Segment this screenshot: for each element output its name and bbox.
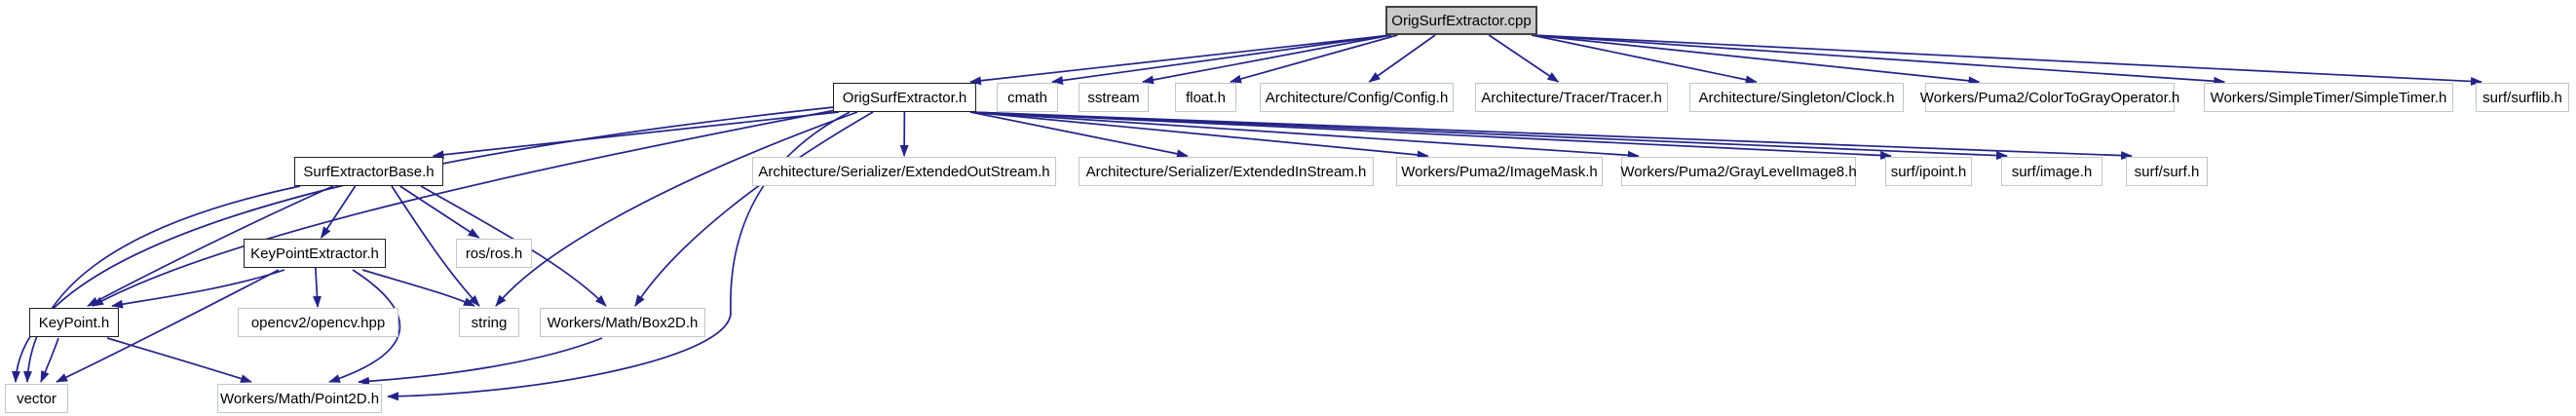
include-edge-h-imask <box>969 111 1429 160</box>
node-label: Workers/Puma2/ImageMask.h <box>1401 163 1598 180</box>
include-edge-cpp-config <box>1368 34 1436 83</box>
node-label: Workers/Puma2/GrayLevelImage8.h <box>1620 163 1857 180</box>
node-surf-surflib: surf/surflib.h <box>2476 83 2569 112</box>
node-label: KeyPoint.h <box>38 314 110 331</box>
node-label: vector <box>17 390 57 407</box>
node-extended-in-stream: Architecture/Serializer/ExtendedInStream… <box>1079 157 1374 186</box>
node-label: KeyPointExtractor.h <box>250 245 379 262</box>
node-color-to-gray-operator: Workers/Puma2/ColorToGrayOperator.h <box>1920 83 2179 112</box>
include-edge-h-kp <box>92 109 837 307</box>
include-edge-h-box2d <box>634 111 874 307</box>
node-label: Workers/Math/Box2D.h <box>547 314 699 331</box>
include-edge-base-kp <box>87 185 334 307</box>
include-edge-h-surfh <box>969 111 2133 161</box>
node-label: OrigSurfExtractor.h <box>842 89 967 106</box>
include-edge-cpp-clock <box>1531 34 1758 85</box>
include-edge-base-vector <box>22 185 301 383</box>
node-cmath: cmath <box>997 83 1058 112</box>
include-edge-kp-point2d <box>106 337 252 383</box>
include-edge-cpp-tracer <box>1488 34 1560 83</box>
node-label: surf/surf.h <box>2134 163 2200 180</box>
node-surf-image: surf/image.h <box>2001 157 2102 186</box>
node-surf-ipoint: surf/ipoint.h <box>1885 157 1972 186</box>
include-edge-h-extin <box>969 111 1189 159</box>
node-architecture-singleton-clock: Architecture/Singleton/Clock.h <box>1689 83 1904 112</box>
node-label: float.h <box>1186 89 1226 106</box>
node-float-h: float.h <box>1175 83 1236 112</box>
node-vector: vector <box>5 384 68 413</box>
node-label: sstream <box>1087 89 1140 106</box>
include-edge-cpp-c2g <box>1531 34 1981 86</box>
node-point2d: Workers/Math/Point2D.h <box>217 384 382 413</box>
node-label: Workers/SimpleTimer/SimpleTimer.h <box>2210 89 2447 106</box>
node-box2d: Workers/Math/Box2D.h <box>540 308 705 337</box>
include-edge-kpe-point2d <box>328 269 401 383</box>
node-orig-surf-extractor-h[interactable]: OrigSurfExtractor.h <box>833 83 976 112</box>
node-label: string <box>471 314 508 331</box>
node-label: Architecture/Serializer/ExtendedOutStrea… <box>758 163 1050 180</box>
node-label: ros/ros.h <box>465 245 523 262</box>
include-edge-base-ros <box>399 185 480 239</box>
node-opencv: opencv2/opencv.hpp <box>238 308 398 337</box>
node-architecture-tracer: Architecture/Tracer/Tracer.h <box>1475 83 1668 112</box>
node-label: Architecture/Singleton/Clock.h <box>1698 89 1895 106</box>
include-edge-kpe-string <box>361 269 475 307</box>
node-architecture-config: Architecture/Config/Config.h <box>1260 83 1454 112</box>
node-label: surf/surflib.h <box>2482 89 2562 106</box>
node-label: Architecture/Serializer/ExtendedInStream… <box>1085 163 1367 180</box>
node-extended-out-stream: Architecture/Serializer/ExtendedOutStrea… <box>752 157 1056 186</box>
node-label: Workers/Puma2/ColorToGrayOperator.h <box>1919 89 2180 106</box>
include-edge-kpe-kp <box>111 269 285 309</box>
include-edge-base-string <box>391 185 480 307</box>
include-edge-cpp-cmath <box>1051 34 1392 85</box>
node-label: surf/ipoint.h <box>1890 163 1967 180</box>
include-edge-cpp-floath <box>1230 34 1398 84</box>
include-edge-box2d-point2d <box>358 337 603 386</box>
include-edge-kpe-vector <box>56 269 280 383</box>
node-label: SurfExtractorBase.h <box>303 163 435 180</box>
include-edge-h-gray8 <box>969 111 1640 160</box>
node-orig-surf-extractor-cpp: OrigSurfExtractor.cpp <box>1385 6 1537 35</box>
node-label: Workers/Math/Point2D.h <box>219 390 380 407</box>
node-ros-ros: ros/ros.h <box>456 239 532 268</box>
include-edge-h-vector <box>12 106 835 383</box>
node-simple-timer: Workers/SimpleTimer/SimpleTimer.h <box>2204 83 2453 112</box>
node-label: Architecture/Config/Config.h <box>1265 89 1449 106</box>
node-label: Architecture/Tracer/Tracer.h <box>1481 89 1662 106</box>
node-surf-surf: surf/surf.h <box>2126 157 2208 186</box>
node-string: string <box>459 308 519 337</box>
node-label: cmath <box>1007 89 1047 106</box>
node-label: opencv2/opencv.hpp <box>250 314 386 331</box>
node-image-mask: Workers/Puma2/ImageMask.h <box>1396 157 1603 186</box>
include-edge-kp-vector <box>40 337 59 383</box>
node-sstream: sstream <box>1079 83 1149 112</box>
include-edge-cpp-h <box>969 34 1392 86</box>
node-label: surf/image.h <box>2011 163 2093 180</box>
include-edge-h-base <box>432 111 840 160</box>
node-surf-extractor-base[interactable]: SurfExtractorBase.h <box>294 157 443 186</box>
node-key-point-extractor[interactable]: KeyPointExtractor.h <box>244 239 386 268</box>
include-edge-cpp-sstream <box>1142 34 1392 85</box>
include-edge-base-kpe <box>320 185 357 239</box>
include-edge-cpp-stimer <box>1531 34 2226 86</box>
include-edge-h-string <box>495 111 858 307</box>
node-label: OrigSurfExtractor.cpp <box>1391 12 1532 29</box>
include-edge-cpp-surflib <box>1531 34 2482 86</box>
node-gray-level-image8: Workers/Puma2/GrayLevelImage8.h <box>1620 157 1857 186</box>
include-edge-kpe-opencv <box>312 267 322 308</box>
node-key-point[interactable]: KeyPoint.h <box>29 308 119 337</box>
